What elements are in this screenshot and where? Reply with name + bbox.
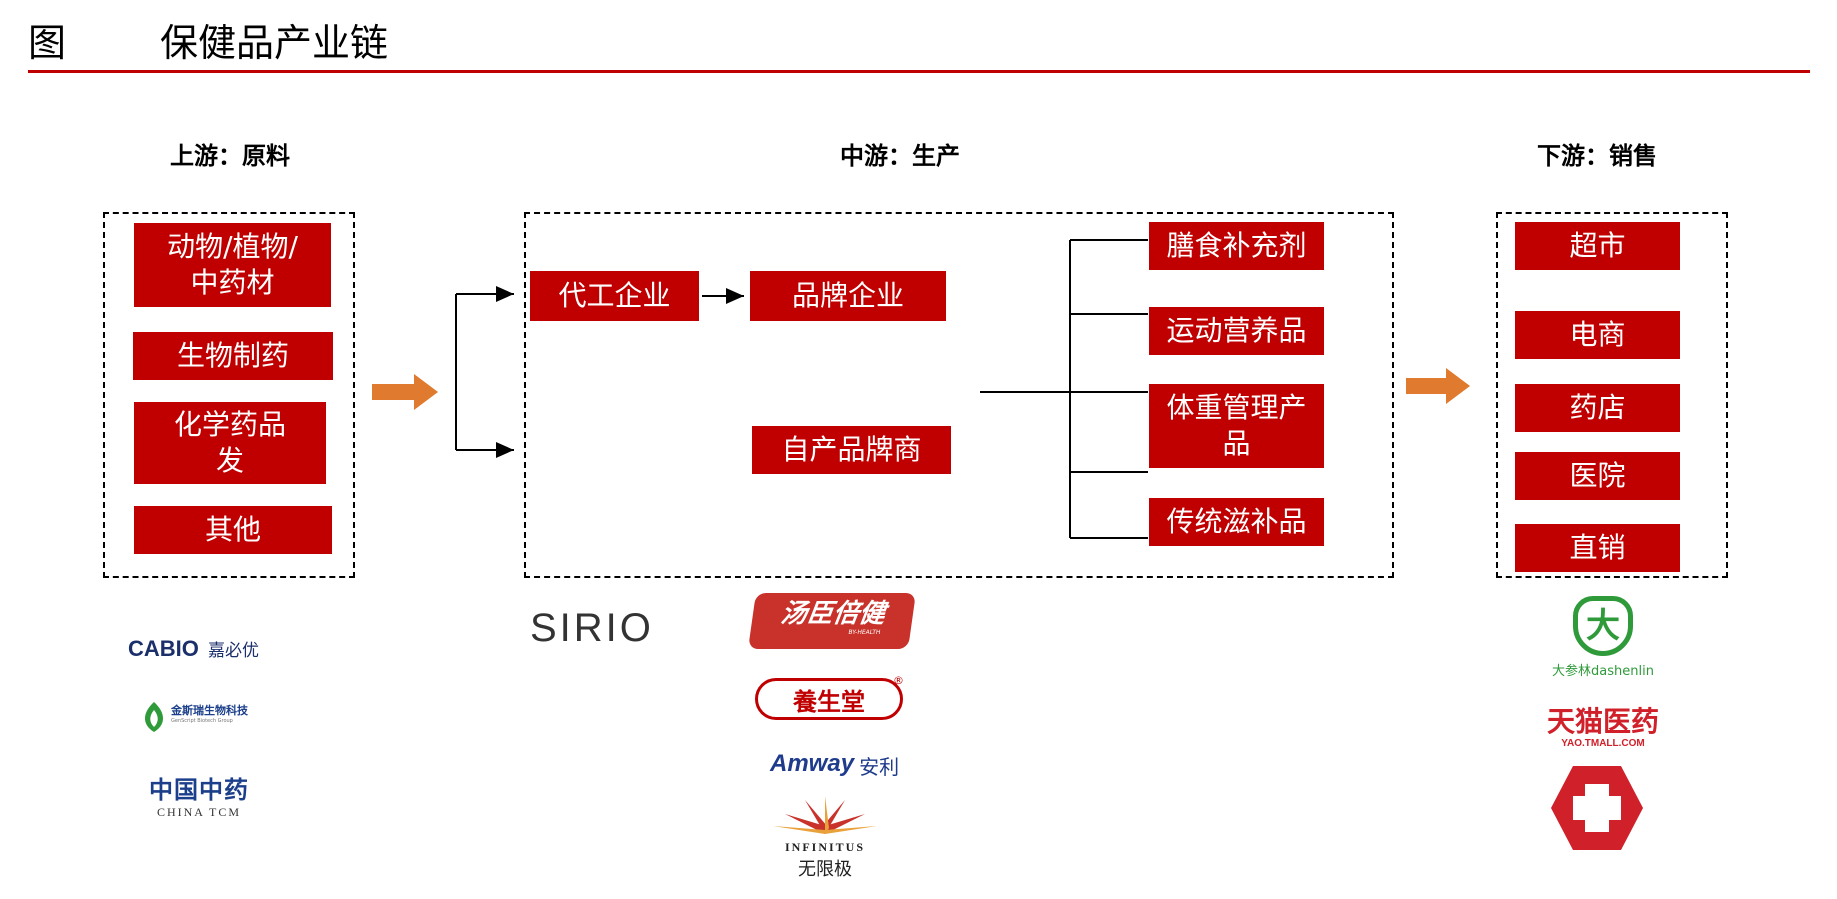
upstream-item-animal-plant: 动物/植物/ 中药材	[134, 223, 331, 307]
china-tcm-logo: 中国中药 CHINA TCM	[139, 770, 259, 820]
dashenlin-logo: 大 大参林dashenlin	[1538, 596, 1668, 679]
dashenlin-logo-text: 大参林dashenlin	[1552, 664, 1654, 679]
hospital-cross-icon	[1551, 766, 1643, 850]
product-sports-nutrition: 运动营养品	[1149, 307, 1324, 355]
product-traditional-tonic: 传统滋补品	[1149, 498, 1324, 546]
by-health-logo: 汤臣倍健 BY-HEALTH	[748, 593, 916, 649]
yangshengtang-logo-cn: 養生堂	[793, 686, 865, 716]
dashenlin-emblem-icon: 大	[1573, 596, 1633, 656]
amway-logo-cn: 安利	[859, 754, 900, 779]
self-brand-box: 自产品牌商	[752, 426, 951, 474]
downstream-heading: 下游：销售	[1537, 142, 1657, 170]
upstream-item-biopharma: 生物制药	[133, 332, 333, 380]
upstream-item-other: 其他	[134, 506, 332, 554]
china-tcm-logo-cn: 中国中药	[149, 776, 249, 804]
registered-mark: ®	[893, 674, 904, 687]
china-tcm-logo-en: CHINA TCM	[156, 805, 242, 819]
midstream-to-downstream-arrow	[1406, 368, 1470, 404]
dashenlin-emblem-glyph: 大	[1586, 606, 1620, 646]
cabio-logo: CABIO 嘉必优	[128, 636, 259, 662]
genscript-logo: 金斯瑞生物科技 GenScript Biotech Group	[141, 698, 311, 738]
amway-logo-en: Amway	[770, 750, 855, 777]
title-divider	[28, 70, 1810, 73]
channel-pharmacy: 药店	[1515, 384, 1680, 432]
product-weight-management: 体重管理产 品	[1149, 384, 1324, 468]
tmall-pharmacy-logo-cn: 天猫医药	[1546, 705, 1659, 738]
product-dietary-supplement: 膳食补充剂	[1149, 222, 1324, 270]
upstream-to-midstream-arrow	[372, 374, 438, 410]
cabio-logo-name: CABIO	[128, 636, 199, 661]
infinitus-logo-cn: 无限极	[798, 859, 852, 880]
infinitus-logo: INFINITUS 无限极	[765, 796, 885, 886]
yangshengtang-logo: 養生堂	[755, 678, 903, 720]
upstream-group	[103, 212, 355, 578]
amway-logo: Amway 安利	[770, 750, 900, 779]
channel-ecommerce: 电商	[1515, 311, 1680, 359]
figure-label: 图	[28, 21, 67, 65]
infinitus-logo-en: INFINITUS	[784, 840, 865, 854]
leaf-icon	[144, 702, 164, 732]
upstream-heading: 上游：原料	[170, 142, 290, 170]
sunburst-icon	[773, 796, 877, 834]
page-title: 保健品产业链	[160, 21, 389, 65]
midstream-heading: 中游：生产	[840, 142, 960, 170]
upstream-item-chemical: 化学药品 发	[134, 402, 326, 484]
oem-enterprise-box: 代工企业	[530, 271, 699, 321]
tmall-pharmacy-logo-en: YAO.TMALL.COM	[1561, 738, 1645, 749]
genscript-logo-cn: 金斯瑞生物科技	[171, 704, 248, 717]
cabio-logo-cn: 嘉必优	[207, 641, 259, 661]
genscript-logo-en: GenScript Biotech Group	[171, 718, 233, 724]
tmall-pharmacy-logo: 天猫医药 YAO.TMALL.COM	[1528, 705, 1678, 750]
channel-direct-sales: 直销	[1515, 524, 1680, 572]
channel-hospital: 医院	[1515, 452, 1680, 500]
channel-supermarket: 超市	[1515, 222, 1680, 270]
downstream-group	[1496, 212, 1728, 578]
brand-enterprise-box: 品牌企业	[750, 271, 946, 321]
sirio-logo: SIRIO	[530, 606, 654, 650]
midstream-group	[524, 212, 1394, 578]
